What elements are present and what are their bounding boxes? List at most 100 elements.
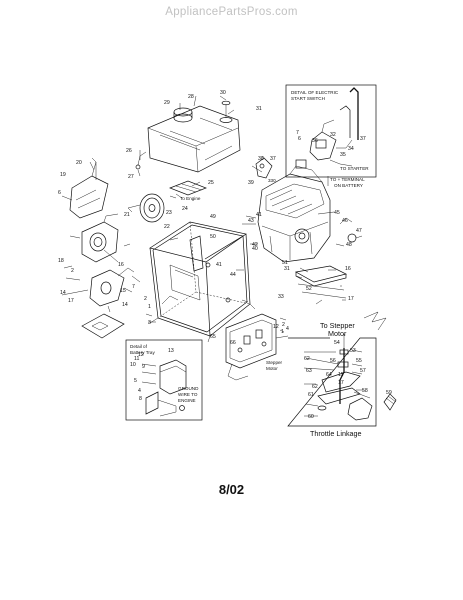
part-number-28: 28 (188, 94, 194, 100)
end-bell-bracket (61, 267, 135, 307)
part-number-38: 38 (258, 156, 264, 162)
part-number-51: 51 (282, 260, 288, 266)
terminal-wire-callout: TO + TERMINAL ON BATTERY (327, 176, 365, 188)
part-number-60: 60 (308, 414, 314, 420)
part-number-54: 54 (334, 340, 340, 346)
part-number-62: 62 (304, 356, 310, 362)
alternator-stator (69, 213, 119, 263)
label-ground-3: ENGINE (178, 398, 196, 403)
part-number-12: 12 (273, 324, 279, 330)
part-number-27: 27 (128, 174, 134, 180)
label-to-terminal-2: ON BATTERY (334, 183, 363, 188)
part-number-25: 25 (208, 180, 214, 186)
part-number-17: 17 (68, 298, 74, 304)
part-number-35: 35 (340, 152, 346, 158)
part-number-45: 45 (334, 210, 340, 216)
part-number-14: 14 (60, 290, 66, 296)
label-to-engine: To Engine (180, 196, 201, 201)
part-number-57: 57 (360, 368, 366, 374)
part-number-31: 31 (256, 106, 262, 112)
part-number-49: 49 (210, 214, 216, 220)
inset-battery-title-2: Battery Tray (130, 350, 155, 355)
part-number-4: 4 (286, 326, 289, 332)
part-number-53: 53 (350, 348, 356, 354)
label-throttle-linkage: Throttle Linkage (310, 429, 362, 438)
part-number-32: 32 (330, 132, 336, 138)
site-watermark: AppliancePartsPros.com (165, 6, 298, 18)
date-code: 8/02 (218, 482, 245, 497)
part-number-19: 19 (60, 172, 66, 178)
inset-battery-title-1: Detail of (130, 344, 148, 349)
part-number-17: 17 (348, 296, 354, 302)
part-number-7: 7 (132, 284, 135, 290)
inset-throttle-linkage: To Stepper Motor Throttle Linkage (287, 311, 397, 438)
part-number-5: 5 (134, 378, 137, 384)
part-number-8: 8 (139, 396, 142, 402)
part-number-33: 33 (278, 294, 284, 300)
fuel-tank (135, 100, 241, 173)
part-number-48: 48 (346, 242, 352, 248)
part-number-44: 44 (230, 272, 236, 278)
part-number-10: 10 (130, 362, 136, 368)
part-number-43: 43 (248, 218, 254, 224)
inset-electric-title-1: DETAIL OF ELECTRIC (291, 90, 339, 95)
part-number-39: 39 (248, 180, 254, 186)
part-number-65: 65 (210, 334, 216, 340)
part-number-34: 34 (348, 146, 354, 152)
part-number-6: 6 (58, 190, 61, 196)
part-number-17: 17 (338, 380, 344, 386)
part-number-20: 20 (76, 160, 82, 166)
part-number-66: 66 (230, 340, 236, 346)
rotor-fan (127, 193, 165, 223)
part-number-22: 22 (164, 224, 170, 230)
foot-bracket (81, 313, 125, 339)
part-number-26: 26 (126, 148, 132, 154)
alternator-cover (69, 157, 109, 219)
label-to-starter: TO STARTER (340, 166, 369, 171)
label-to-stepper-2: Motor (328, 329, 347, 338)
text-callouts: To Engine Stepper Motor 330 (169, 178, 283, 371)
part-number-30: 30 (220, 90, 226, 96)
part-number-6: 6 (298, 136, 301, 142)
part-number-42: 42 (252, 242, 258, 248)
part-number-29: 29 (164, 100, 170, 106)
part-number-37: 37 (360, 136, 366, 142)
part-number-41: 41 (216, 262, 222, 268)
part-number-18: 18 (58, 258, 64, 264)
part-number-1: 1 (148, 304, 151, 310)
label-stepper-1: Stepper (266, 360, 283, 365)
control-panel (225, 313, 289, 381)
inset-electric-start: DETAIL OF ELECTRIC START SWITCH TO START… (285, 84, 377, 178)
part-number-3: 3 (148, 320, 151, 326)
label-ground-2: WIRE TO (178, 392, 198, 397)
part-number-41: 41 (256, 212, 262, 218)
part-number-61: 61 (308, 392, 314, 398)
part-number-62: 62 (312, 384, 318, 390)
part-number-55: 55 (356, 358, 362, 364)
part-number-4: 4 (138, 388, 141, 394)
part-number-31: 31 (284, 266, 290, 272)
part-number-14: 14 (122, 302, 128, 308)
part-number-21: 21 (124, 212, 130, 218)
part-number-15: 15 (120, 288, 126, 294)
part-number-46: 46 (342, 218, 348, 224)
engine (242, 157, 331, 263)
part-number-63: 63 (306, 368, 312, 374)
part-number-16: 16 (345, 266, 351, 272)
part-number-59: 59 (386, 390, 392, 396)
leader-lines (61, 95, 346, 333)
part-number-7: 7 (296, 130, 299, 136)
inset-battery-tray: Detail of Battery Tray GROUND WIRE TO EN… (125, 339, 203, 421)
tank-bracket (169, 180, 207, 196)
label-to-stepper-1: To Stepper (320, 321, 355, 330)
part-number-12: 12 (138, 352, 144, 358)
part-number-2: 2 (71, 268, 74, 274)
part-number-23: 23 (166, 210, 172, 216)
inset-electric-title-2: START SWITCH (291, 96, 325, 101)
part-number-2: 2 (282, 322, 285, 328)
part-number-11: 11 (338, 372, 343, 378)
part-number-37: 37 (270, 156, 276, 162)
part-number-9: 9 (142, 364, 145, 370)
